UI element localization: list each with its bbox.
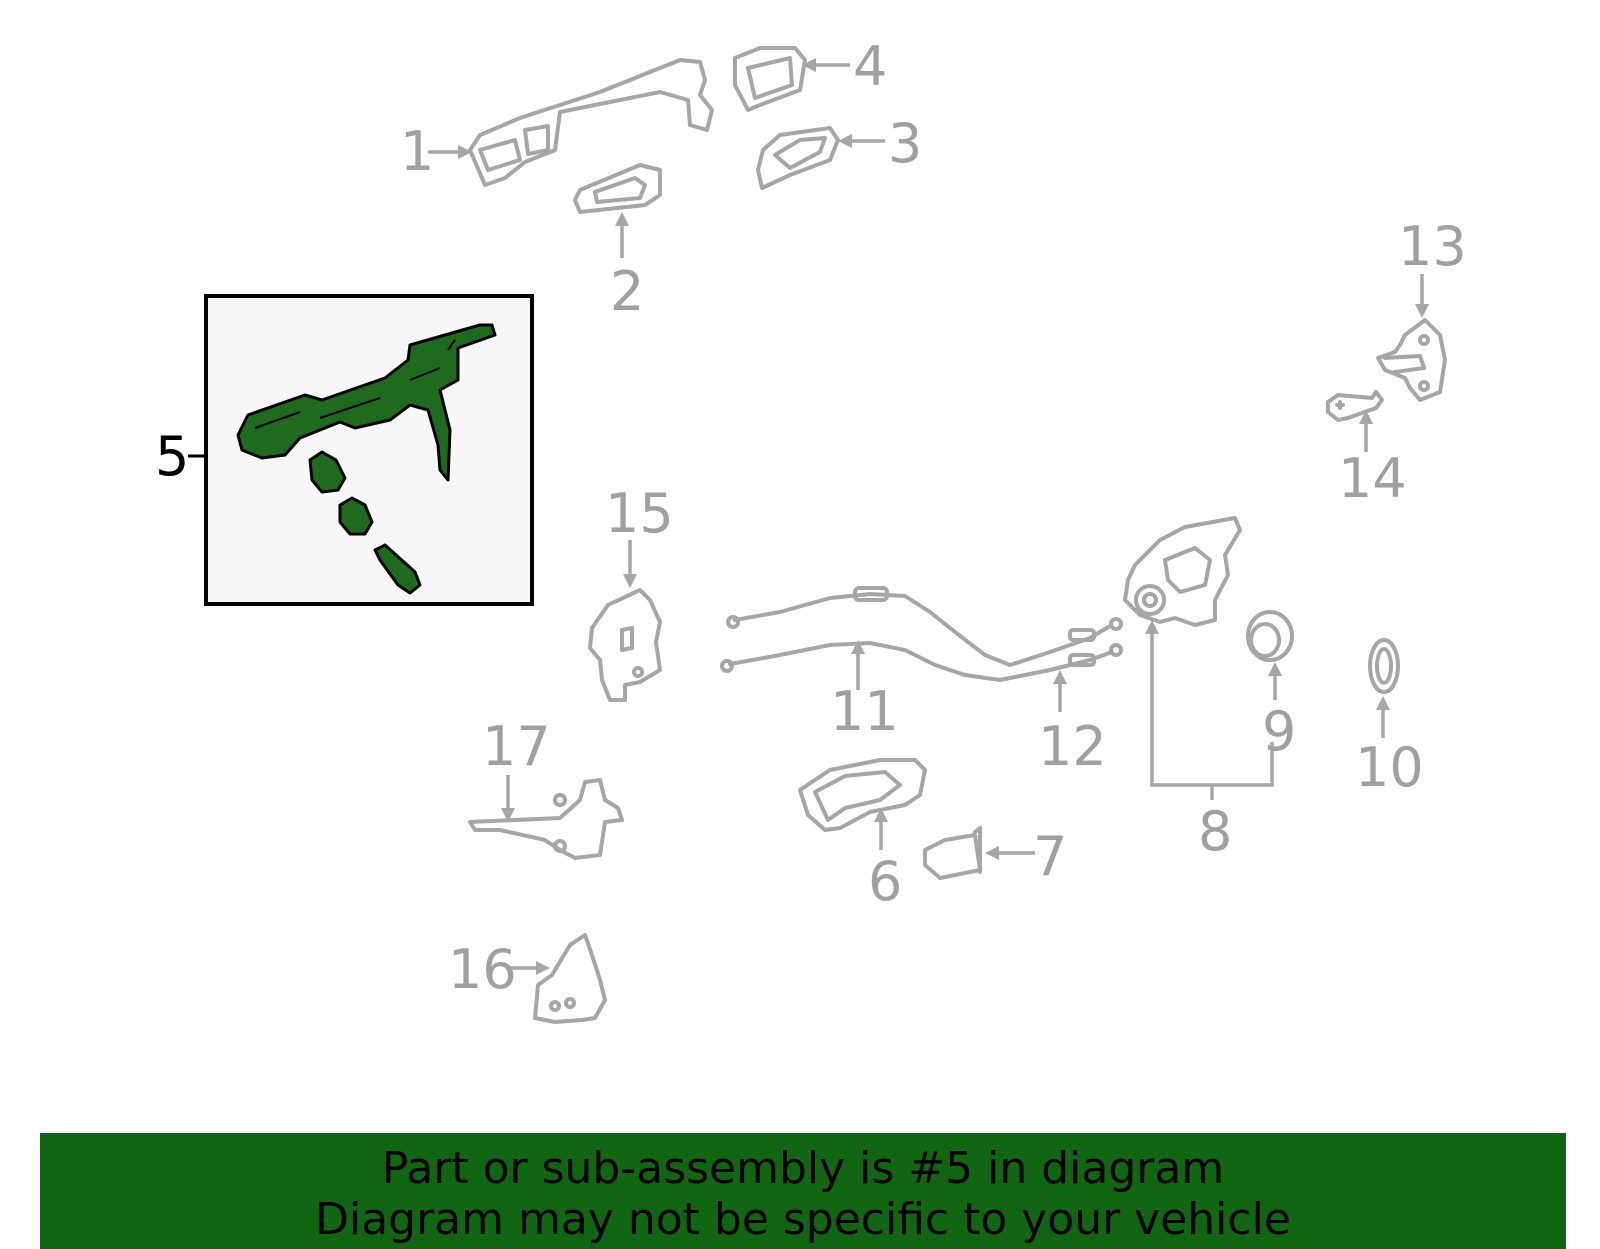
callout-12[interactable]: 12 <box>1038 715 1107 778</box>
callout-6[interactable]: 6 <box>868 850 902 913</box>
banner-line-2: Diagram may not be specific to your vehi… <box>315 1194 1291 1245</box>
callout-3[interactable]: 3 <box>888 112 922 175</box>
callout-14[interactable]: 14 <box>1338 447 1407 510</box>
part-5-handle-frame[interactable] <box>236 323 497 595</box>
callout-7[interactable]: 7 <box>1033 825 1067 888</box>
info-banner: Part or sub-assembly is #5 in diagram Di… <box>40 1133 1566 1249</box>
callout-2[interactable]: 2 <box>610 260 644 323</box>
part-9-grommet[interactable] <box>1246 610 1294 662</box>
part-4-handle-cap[interactable] <box>733 46 807 112</box>
callout-11[interactable]: 11 <box>830 680 899 743</box>
part-10-cap[interactable] <box>1368 638 1400 694</box>
part-6-inside-handle[interactable] <box>798 758 927 832</box>
part-7-bezel[interactable] <box>923 826 982 880</box>
part-2-handle-pad[interactable] <box>573 163 662 214</box>
part-15-hinge[interactable] <box>588 588 662 702</box>
part-13-striker[interactable] <box>1376 318 1447 402</box>
part-16-hinge-bracket[interactable] <box>533 933 607 1024</box>
part-17-check-link[interactable] <box>468 778 624 860</box>
part-14-screw[interactable] <box>1326 390 1384 422</box>
callout-17[interactable]: 17 <box>482 715 551 778</box>
callout-9[interactable]: 9 <box>1262 700 1296 763</box>
callout-10[interactable]: 10 <box>1355 736 1424 799</box>
part-1-outside-handle[interactable] <box>468 58 714 187</box>
callout-13[interactable]: 13 <box>1398 215 1467 278</box>
callout-1[interactable]: 1 <box>400 120 434 183</box>
callout-8[interactable]: 8 <box>1198 800 1232 863</box>
part-11-12-cables[interactable] <box>720 586 1123 682</box>
callout-5[interactable]: 5 <box>155 425 189 488</box>
part-3-cover[interactable] <box>756 126 840 190</box>
callout-15[interactable]: 15 <box>605 482 674 545</box>
callout-16[interactable]: 16 <box>448 938 517 1001</box>
part-8-lock-actuator[interactable] <box>1123 516 1242 627</box>
banner-line-1: Part or sub-assembly is #5 in diagram <box>381 1143 1225 1194</box>
callout-4[interactable]: 4 <box>853 35 887 98</box>
